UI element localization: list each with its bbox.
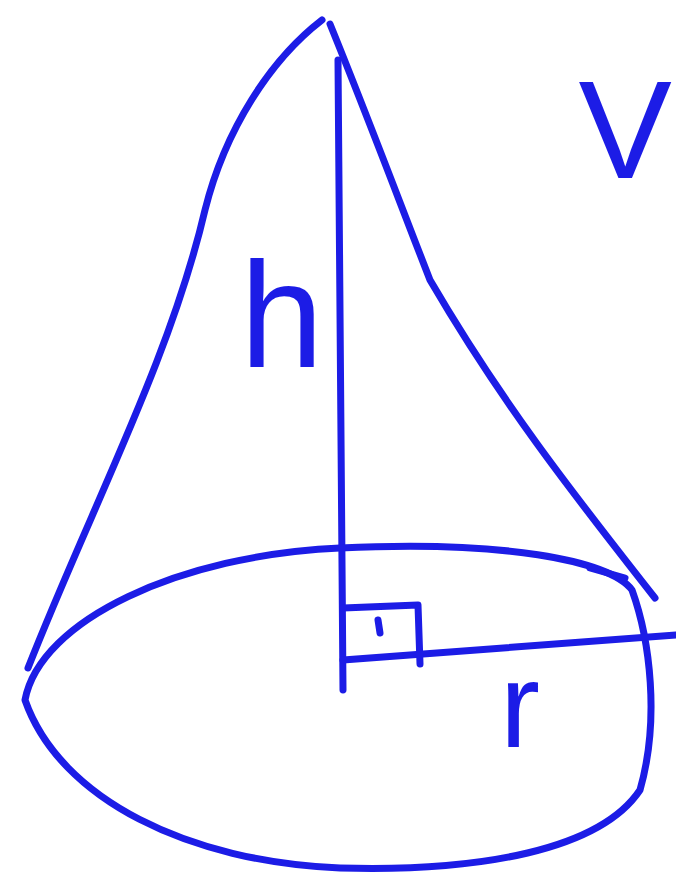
right-angle-dot bbox=[378, 620, 380, 633]
height-line bbox=[338, 60, 343, 690]
right-angle-marker bbox=[343, 605, 420, 664]
base-tick bbox=[590, 568, 625, 578]
height-label: h bbox=[240, 240, 323, 390]
volume-label: V bbox=[579, 60, 672, 200]
radius-label: r bbox=[500, 645, 540, 765]
base-ellipse bbox=[25, 546, 651, 868]
